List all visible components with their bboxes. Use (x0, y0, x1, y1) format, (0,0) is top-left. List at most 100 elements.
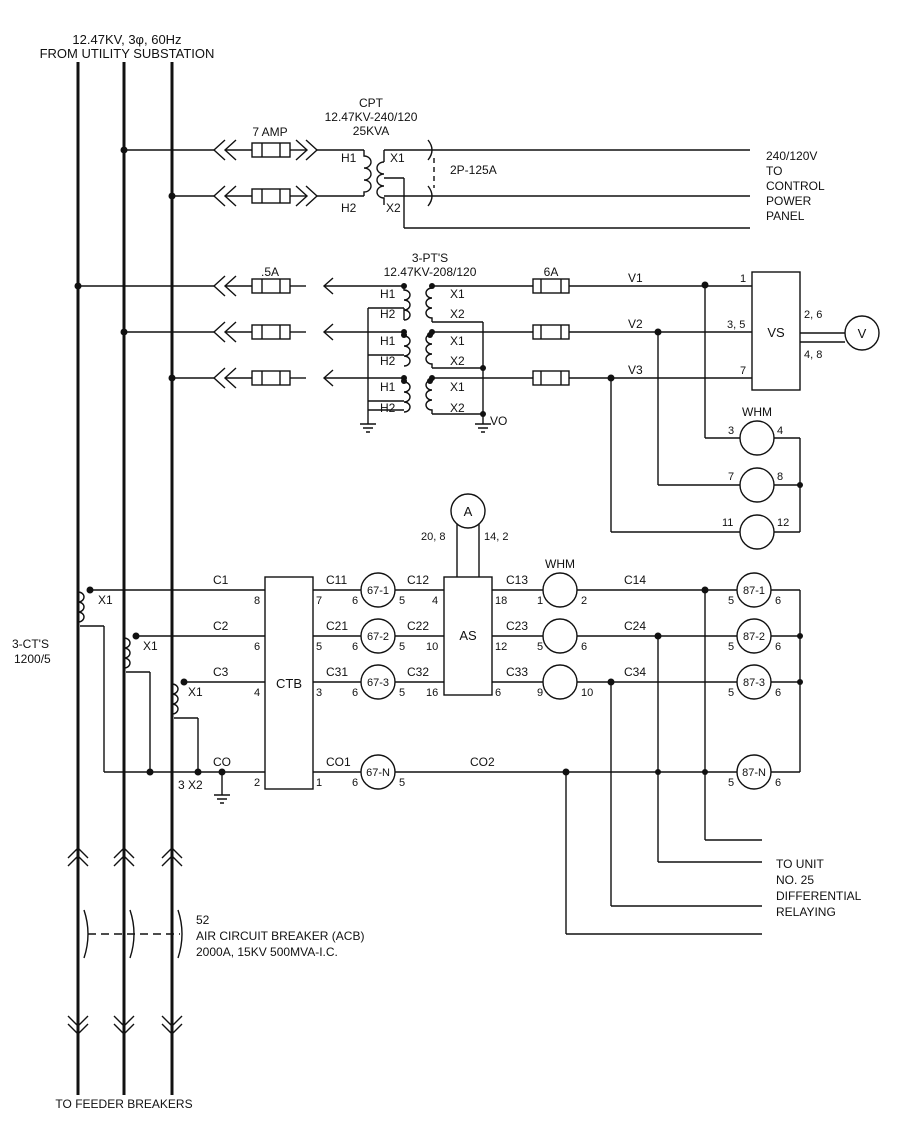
pt-rows (74, 275, 752, 414)
as-pin-10: 10 (426, 641, 438, 653)
pt-terminal-labels: H1 H2 X1 X2 H1 H2 X1 X2 H1 H2 X1 X2 VO V… (380, 271, 643, 428)
pt1-h2: H2 (380, 307, 396, 321)
relay-67-1-pin-5: 5 (399, 595, 405, 607)
pt3-h2: H2 (380, 401, 396, 415)
relay-87-3 (736, 664, 772, 700)
whm-current-label: WHM (545, 557, 575, 571)
ctb-pin-3: 3 (316, 687, 322, 699)
ctb-pin-5: 5 (316, 641, 322, 653)
pts-title: 3-PT'S (412, 251, 448, 265)
cpt-title: CPT (359, 96, 384, 110)
relay-67-1 (360, 572, 396, 608)
pt-row-2 (120, 321, 752, 368)
as-pin-16: 16 (426, 687, 438, 699)
relay-67-n (360, 754, 396, 790)
whm-v-pin-7: 7 (728, 471, 734, 483)
cpt-primary-coil (363, 150, 372, 196)
acb-pole-3 (161, 847, 183, 1035)
wire-c23: C23 (506, 619, 528, 633)
as-pin-6: 6 (495, 687, 501, 699)
relay-87-n-pin-5: 5 (728, 777, 734, 789)
vs-switch-box (751, 271, 801, 391)
cpt-rating-1: 12.47KV-240/120 (325, 110, 418, 124)
as-pin-18: 18 (495, 595, 507, 607)
whm-v-pin-12: 12 (777, 517, 789, 529)
wire-co: CO (213, 755, 231, 769)
wire-co1: CO1 (326, 755, 351, 769)
ctb-pin-6: 6 (254, 641, 260, 653)
main-buses (76, 62, 174, 1095)
acb-rating: 2000A, 15KV 500MVA-I.C. (196, 945, 338, 959)
relay-67-1-pin-6: 6 (352, 595, 358, 607)
unit25-line-2: NO. 25 (776, 873, 814, 887)
ammeter-switch: AS 4 10 16 18 12 6 A 20, 8 14, 2 (421, 493, 508, 699)
wire-v3: V3 (628, 363, 643, 377)
cpt-output-2: TO (766, 164, 782, 178)
ctb-block: CTB 8 6 4 2 7 5 3 1 (254, 576, 322, 790)
whm-v-pin-3: 3 (728, 425, 734, 437)
ct1-x1: X1 (98, 593, 113, 607)
pt-primary-fuse (251, 370, 291, 386)
acb-title: AIR CIRCUIT BREAKER (ACB) (196, 929, 364, 943)
cpt-output-4: POWER (766, 194, 812, 208)
pt1-h1: H1 (380, 287, 396, 301)
pt-vo: VO (490, 414, 507, 428)
ground-icon (475, 423, 491, 433)
whm-voltage-coil-2 (739, 467, 775, 503)
voltmeter (844, 315, 880, 351)
whm-current-coils: WHM 1 2 5 6 9 10 (537, 557, 593, 700)
cpt-fuse-label: 7 AMP (252, 125, 287, 139)
pt-secondary-fuse (532, 278, 570, 294)
relay-87-3-pin-5: 5 (728, 687, 734, 699)
wire-c3: C3 (213, 665, 229, 679)
as-box (443, 576, 493, 696)
ct2-x1: X1 (143, 639, 158, 653)
relays-67: 67-1 67-2 67-3 67-N 6 5 6 5 6 5 6 5 (352, 572, 405, 790)
pt-common-wiring (360, 307, 491, 433)
pt-secondary-fuse (532, 324, 570, 340)
relay-87-2-pin-6: 6 (775, 641, 781, 653)
pt3-h1: H1 (380, 380, 396, 394)
cpt-rating-2: 25KVA (353, 124, 389, 138)
cpt-breaker-label: 2P-125A (450, 163, 497, 177)
wire-c13: C13 (506, 573, 528, 587)
vs-pin-2-6: 2, 6 (804, 309, 822, 321)
ct-x2: 3 X2 (178, 778, 203, 792)
wire-c11: C11 (326, 573, 347, 587)
whm-voltage-coils: WHM 3 4 7 8 11 12 (607, 281, 803, 550)
relay-67-n-pin-6: 6 (352, 777, 358, 789)
whm-c-pin-2: 2 (581, 595, 587, 607)
wire-c1: C1 (213, 573, 229, 587)
cpt-output-1: 240/120V (766, 149, 817, 163)
whm-current-coil-2 (542, 618, 578, 654)
unit25-line-3: DIFFERENTIAL (776, 889, 862, 903)
relay-87-2-label: 87-2 (743, 631, 765, 643)
relay-67-3-pin-6: 6 (352, 687, 358, 699)
wire-c12: C12 (407, 573, 429, 587)
pt-primary-coil (403, 378, 411, 413)
pt-primary-coil (403, 286, 411, 321)
whm-c-pin-10: 10 (581, 687, 593, 699)
pts-primary-fuse-label: .5A (261, 265, 279, 279)
ct-phase-a (77, 591, 85, 623)
ct-section: 3-CT'S 1200/5 X1 X1 X1 3 X2 (12, 586, 265, 804)
relay-67-1-label: 67-1 (367, 585, 389, 597)
current-wiring (313, 586, 803, 935)
cpt-x1: X1 (390, 151, 405, 165)
pt-primary-fuse (251, 278, 291, 294)
relay-87-n (736, 754, 772, 790)
wire-c32: C32 (407, 665, 429, 679)
whm-c-pin-5: 5 (537, 641, 543, 653)
cpt-section: CPT 12.47KV-240/120 25KVA 7 AMP H1 H2 X1… (120, 96, 825, 229)
as-pin-4: 4 (432, 595, 438, 607)
wire-c14: C14 (624, 573, 646, 587)
ct-phase-b (123, 637, 131, 669)
pt3-x1: X1 (450, 380, 465, 394)
pt1-x2: X2 (450, 307, 465, 321)
wire-co2: CO2 (470, 755, 495, 769)
cpt-x2: X2 (386, 201, 401, 215)
relays-87: 87-1 87-2 87-3 87-N 5 6 5 6 5 6 5 6 (728, 572, 781, 790)
whm-voltage-coil-3 (739, 514, 775, 550)
cts-title: 3-CT'S (12, 637, 49, 651)
whm-c-pin-6: 6 (581, 641, 587, 653)
